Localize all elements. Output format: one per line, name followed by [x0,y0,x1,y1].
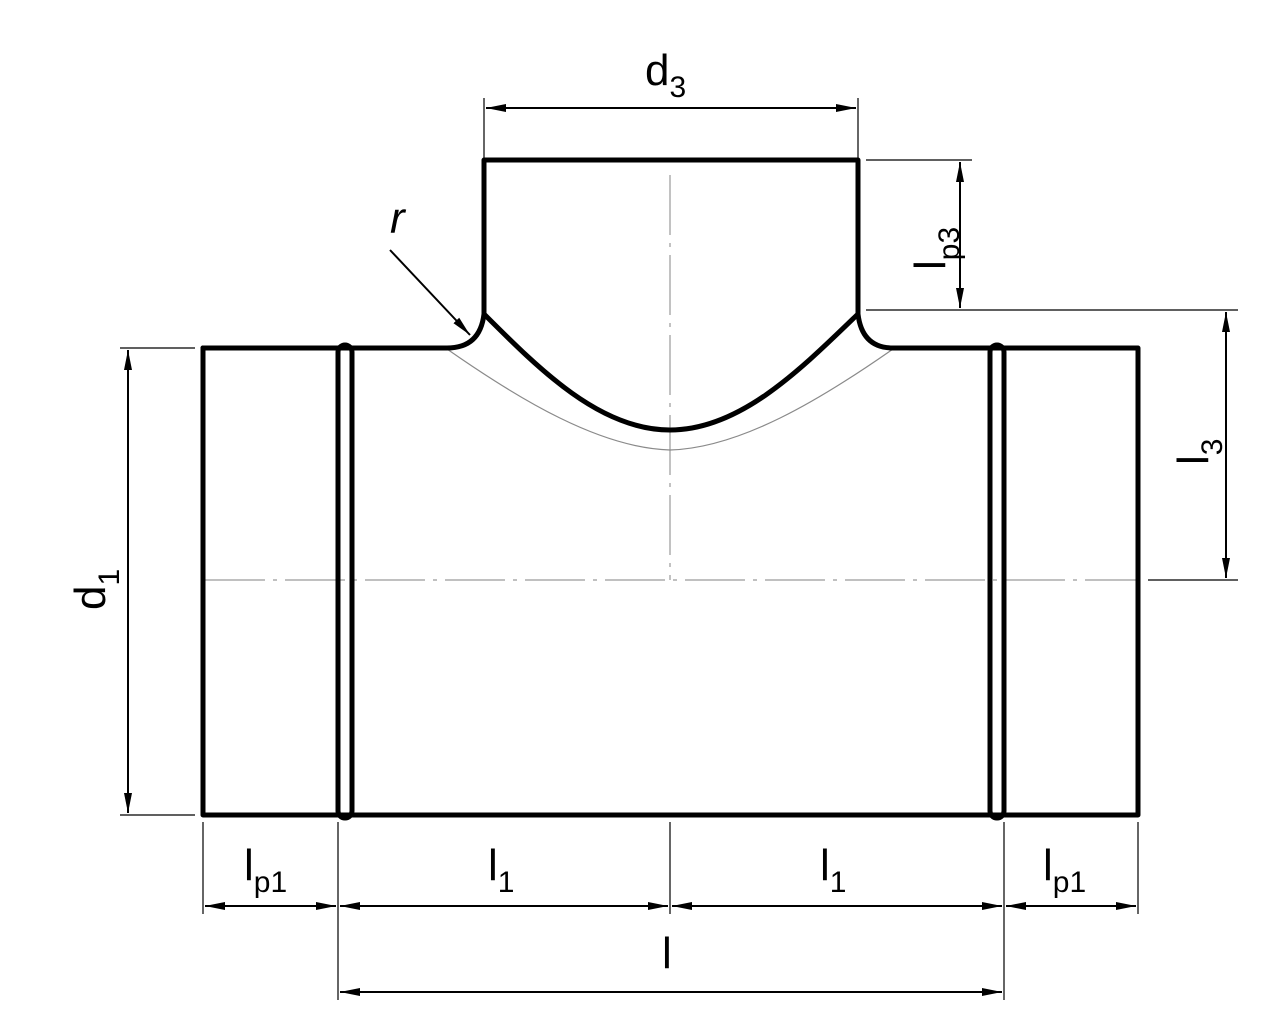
svg-text:lp3: lp3 [906,227,966,270]
l1-right-label-sub: 1 [830,866,847,899]
dim-l1-right: l1 [672,841,1002,910]
l3-label-main: l [1169,455,1218,465]
d1-label-main: d [66,586,115,610]
dim-l1-left: l1 [340,841,668,910]
dim-lp1-left: lp1 [205,841,336,910]
lp3-label-main: l [906,260,955,270]
right-coupling-seam [987,342,1007,821]
lp1-right-label-main: l [1043,841,1053,890]
svg-text:lp1: lp1 [1043,841,1086,899]
lp1-left-label-main: l [244,841,254,890]
dim-lp3: lp3 [866,159,1238,311]
svg-text:l3: l3 [1169,439,1229,465]
dim-d3: d3 [483,46,859,158]
d3-label-sub: 3 [669,71,686,104]
lp1-left-label-sub: p1 [254,866,287,899]
branch-pipe [481,157,861,433]
l1-left-label-main: l [488,841,498,890]
l-total-label: l [662,929,672,978]
lp3-label-sub: p3 [933,227,966,260]
svg-text:d1: d1 [66,569,126,610]
main-pipe [200,311,1141,818]
radius-label: r [390,194,407,243]
lp1-right-label-sub: p1 [1053,866,1086,899]
dim-l-total: l [340,929,1002,996]
svg-text:lp1: lp1 [244,841,287,899]
l1-left-label-sub: 1 [498,866,515,899]
l1-right-label-main: l [820,841,830,890]
dim-radius: r [389,194,471,336]
svg-text:l1: l1 [488,841,514,899]
l3-label-sub: 3 [1196,439,1229,456]
d1-label-sub: 1 [93,569,126,586]
left-coupling-seam [200,342,355,821]
dim-d1: d1 [66,347,195,816]
dim-lp1-right: lp1 [1006,841,1136,910]
dim-l3: l3 [1148,312,1238,581]
svg-text:d3: d3 [645,46,686,104]
svg-text:l1: l1 [820,841,846,899]
bottom-extension-lines [202,822,1139,1000]
ghost-intersection-curve [446,348,894,451]
d3-label-main: d [645,46,669,95]
